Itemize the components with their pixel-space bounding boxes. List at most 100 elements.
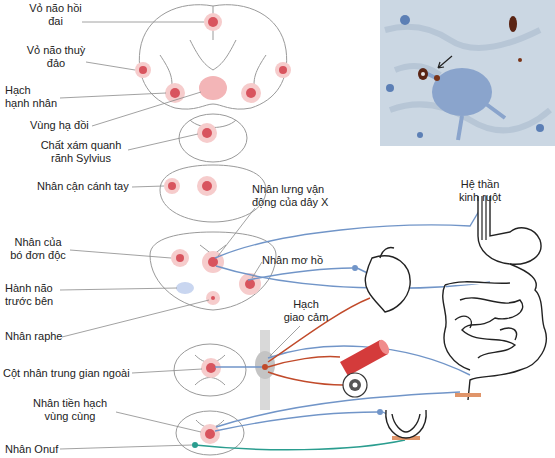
blood-vessel: [340, 338, 391, 376]
nucleus-highlight: [246, 88, 256, 98]
nucleus-highlight: [176, 254, 184, 262]
parasympathetic-fiber: [215, 412, 378, 431]
nucleus-highlight: [202, 128, 212, 138]
ganglion: [377, 409, 383, 415]
nucleus-highlight: [204, 13, 222, 31]
heart: [365, 256, 410, 312]
structure-label: Chất xám quanh rãnh Sylvius: [36, 139, 126, 165]
micrograph: [420, 70, 505, 140]
nucleus-highlight: [211, 296, 215, 300]
micrograph: [418, 68, 428, 80]
sympathetic-fiber: [268, 357, 340, 367]
gut: [460, 298, 523, 358]
nucleus-highlight: [168, 182, 176, 190]
nucleus-highlight: [275, 62, 291, 78]
leader-line: [128, 134, 198, 150]
leader-line: [60, 445, 192, 449]
nucleus-highlight: [245, 279, 255, 289]
leader-line: [60, 288, 177, 290]
structure-label: Hệ thần kinh ruột: [450, 178, 510, 204]
nucleus-highlight: [241, 83, 261, 103]
nucleus-highlight: [201, 358, 221, 378]
parasympathetic-fiber: [215, 366, 262, 367]
eye-pupil: [353, 383, 358, 388]
micrograph: [380, 0, 555, 146]
micrograph: [417, 132, 423, 138]
micrograph: [421, 72, 425, 76]
nucleus-highlight: [206, 291, 220, 305]
leader-line: [62, 300, 209, 337]
eye-pupil: [343, 373, 367, 397]
leader-line: [270, 326, 300, 356]
gut: [443, 282, 510, 370]
gut: [478, 196, 541, 264]
nucleus-highlight: [197, 123, 217, 143]
nucleus-highlight: [202, 251, 224, 273]
structure-label: Vùng hạ đồi: [30, 119, 150, 132]
nucleus-highlight: [279, 66, 287, 74]
nucleus-highlight: [139, 66, 147, 74]
bladder: [392, 414, 420, 432]
gut: [468, 264, 546, 400]
nucleus-highlight: [205, 429, 215, 439]
nucleus-highlight: [171, 249, 189, 267]
sympathetic-fiber: [268, 372, 343, 385]
leader-line: [60, 93, 166, 98]
micrograph: [380, 0, 555, 146]
nucleus-highlight: [176, 282, 194, 294]
heart: [380, 247, 394, 258]
structure-label: Hạch giao cảm: [282, 298, 330, 324]
sphincter: [455, 393, 481, 397]
somatic-fiber: [195, 440, 405, 450]
brain-section: [195, 355, 225, 385]
structure-label: Nhân mơ hồ: [262, 254, 342, 267]
structure-label: Nhân của bó đơn độc: [8, 236, 68, 262]
heart: [365, 247, 410, 312]
ganglion: [262, 364, 268, 370]
micrograph: [400, 15, 410, 25]
parasympathetic-fiber: [215, 206, 482, 258]
structure-label: Nhân cận cánh tay: [37, 180, 157, 193]
nucleus-highlight: [170, 88, 180, 98]
sympathetic-chain: [255, 330, 275, 410]
eye-pupil: [349, 379, 361, 391]
leader-line: [86, 62, 135, 70]
brain-section: [160, 165, 266, 222]
nucleus-highlight: [202, 181, 212, 191]
micrograph: [509, 16, 517, 32]
micrograph: [385, 27, 550, 131]
leader-line: [132, 186, 164, 187]
brain-section: [179, 114, 247, 162]
structure-label: Vỏ não thuỳ đảo: [26, 44, 86, 70]
brain-section: [139, 5, 286, 455]
gut: [443, 196, 547, 400]
nucleus-highlight: [135, 13, 291, 448]
structure-label: Nhân lưng vận động của dây X: [252, 183, 337, 209]
sympathetic-fiber: [268, 298, 370, 362]
micrograph: [438, 56, 452, 68]
gut: [455, 316, 517, 340]
micrograph: [536, 124, 544, 132]
nucleus-highlight: [208, 17, 218, 27]
structure-label: Hành não trước bên: [5, 282, 65, 308]
leader-line: [82, 22, 204, 23]
leader-line: [116, 412, 201, 432]
nucleus-highlight: [164, 178, 180, 194]
ganglion: [352, 265, 358, 271]
structure-label: Nhân Onuf: [5, 443, 85, 456]
nucleus-highlight: [135, 62, 151, 78]
leader-line: [132, 369, 202, 373]
leader-line: [70, 250, 171, 258]
eye-pupil: [343, 373, 367, 397]
micrograph: [434, 75, 440, 81]
bladder: [386, 410, 426, 438]
structure-label: Hạch hạnh nhân: [5, 84, 58, 110]
leader-line: [92, 92, 201, 126]
leader-line: [252, 262, 262, 278]
micrograph: [432, 68, 492, 116]
structure-label: Nhân raphe: [5, 330, 85, 343]
micrograph: [386, 84, 394, 92]
